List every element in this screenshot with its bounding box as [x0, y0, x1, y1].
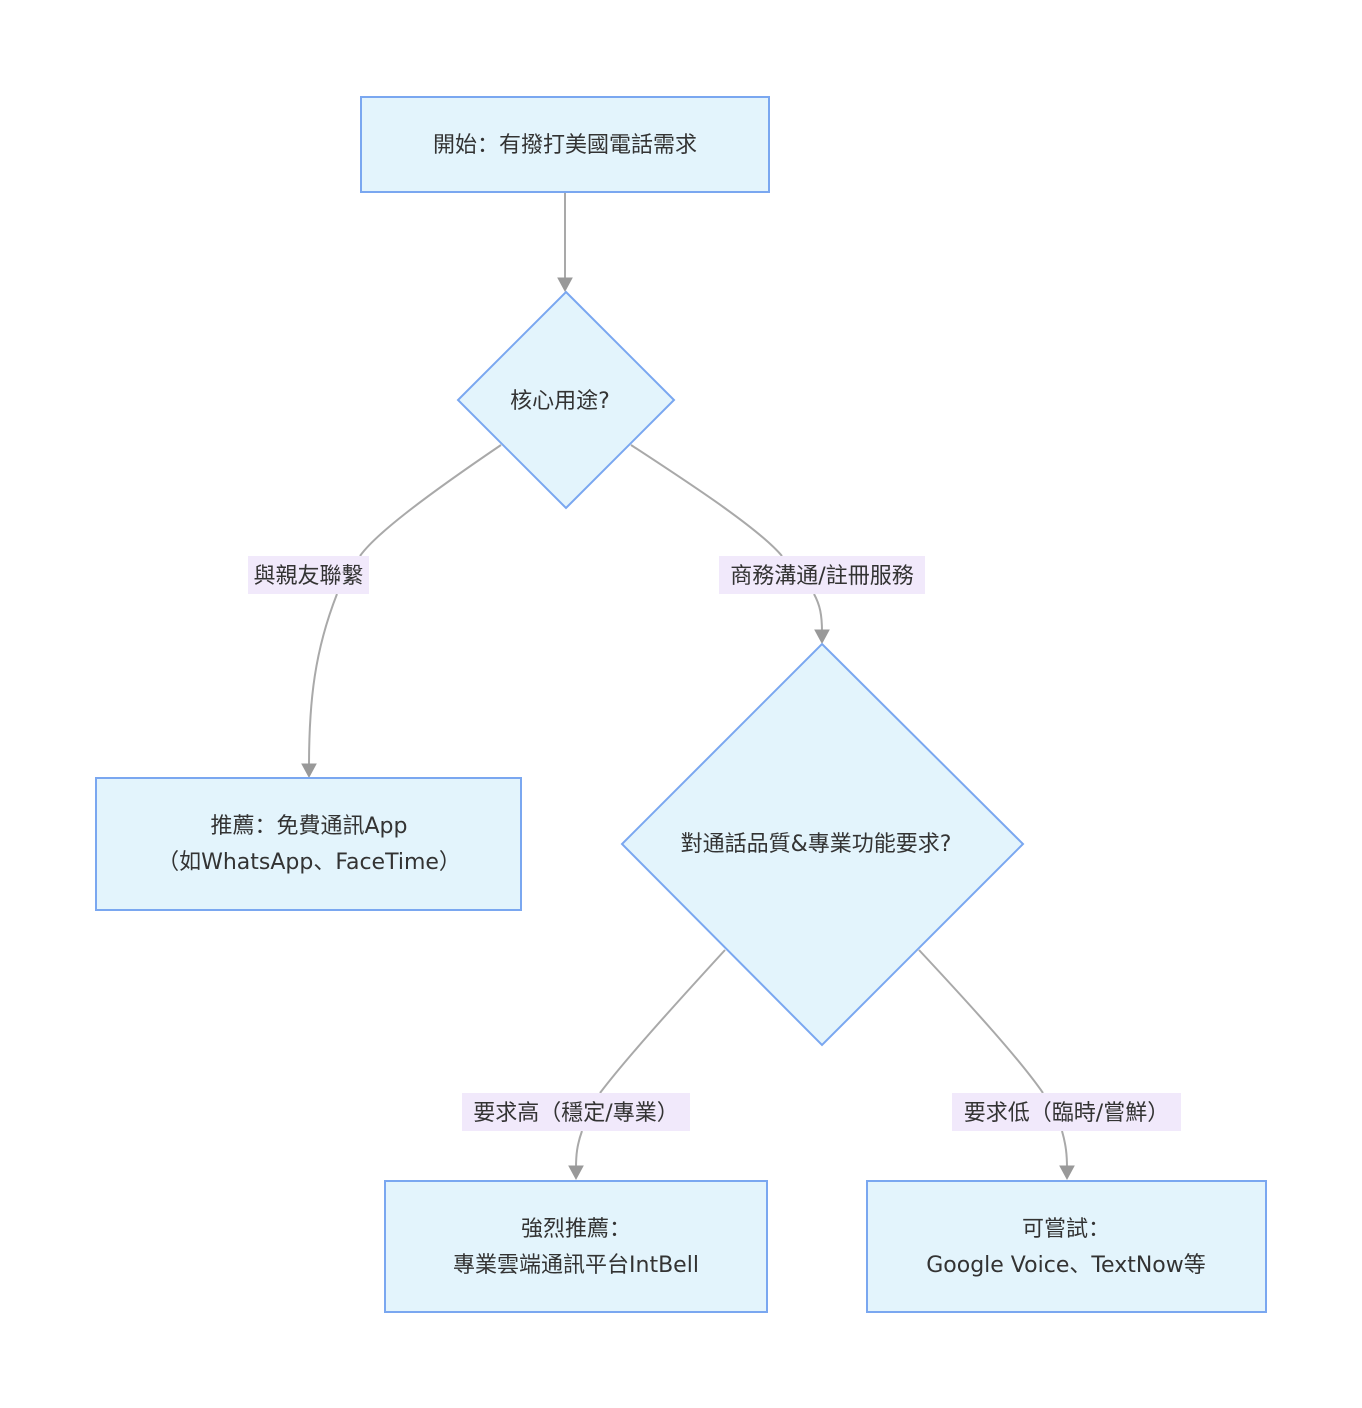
node-start-text: 開始：有撥打美國電話需求 — [433, 133, 697, 158]
edge-label-high-text: 要求高（穩定/專業） — [473, 1101, 678, 1126]
node-intbell-line1: 強烈推薦： — [521, 1217, 631, 1242]
node-free-apps: 推薦：免費通訊App （如WhatsApp、FaceTime） — [95, 777, 522, 911]
edge-label-high: 要求高（穩定/專業） — [462, 1093, 690, 1131]
edge-use-to-free-apps — [308, 444, 502, 767]
edge-quality-to-intbell — [575, 949, 726, 1169]
edge-quality-to-others — [918, 949, 1068, 1169]
node-free-apps-line2: （如WhatsApp、FaceTime） — [157, 850, 461, 875]
node-intbell: 強烈推薦： 專業雲端通訊平台IntBell — [384, 1180, 768, 1313]
arrow-head-icon — [557, 277, 573, 293]
edge-label-business-text: 商務溝通/註冊服務 — [730, 564, 913, 589]
edge-label-friends: 與親友聯繫 — [248, 556, 369, 594]
edge-label-low: 要求低（臨時/嘗鮮） — [952, 1093, 1181, 1131]
arrow-head-icon — [814, 629, 830, 645]
node-start: 開始：有撥打美國電話需求 — [360, 96, 770, 193]
edge-label-business: 商務溝通/註冊服務 — [719, 556, 925, 594]
node-decision-use-text: 核心用途? — [510, 389, 610, 414]
node-intbell-line2: 專業雲端通訊平台IntBell — [453, 1253, 699, 1278]
node-others-line1: 可嘗試： — [1022, 1217, 1110, 1242]
arrow-head-icon — [1059, 1165, 1075, 1181]
node-decision-quality: 對通話品質&專業功能要求? — [620, 642, 1025, 1047]
edge-label-low-text: 要求低（臨時/嘗鮮） — [964, 1101, 1169, 1126]
node-free-apps-line1: 推薦：免費通訊App — [211, 814, 408, 839]
node-decision-quality-text: 對通話品質&專業功能要求? — [681, 832, 952, 857]
edge-use-to-quality — [630, 444, 823, 633]
node-decision-use: 核心用途? — [456, 290, 676, 510]
arrow-head-icon — [568, 1165, 584, 1181]
arrow-head-icon — [301, 763, 317, 779]
edges — [301, 193, 1075, 1181]
node-others: 可嘗試： Google Voice、TextNow等 — [866, 1180, 1267, 1313]
edge-label-friends-text: 與親友聯繫 — [253, 564, 363, 589]
node-others-line2: Google Voice、TextNow等 — [926, 1253, 1206, 1278]
